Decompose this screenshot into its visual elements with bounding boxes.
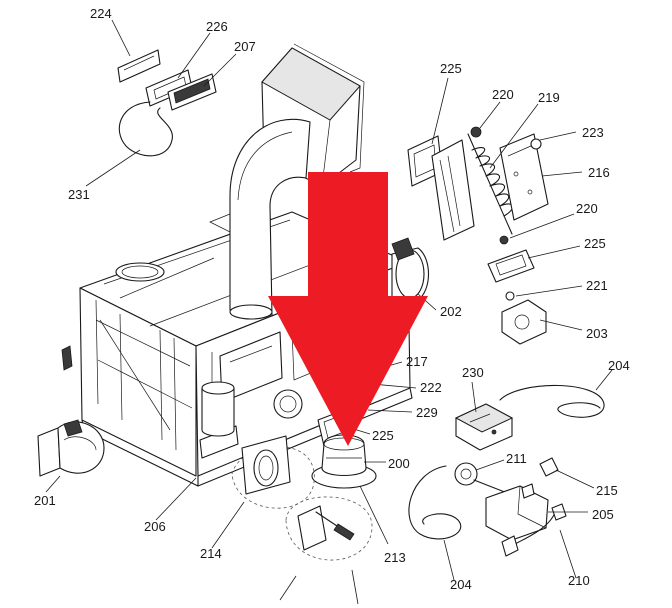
part-label-225-top: 225 bbox=[440, 61, 462, 76]
part-label-204-bottom: 204 bbox=[450, 577, 472, 592]
part-label-216: 216 bbox=[588, 165, 610, 180]
part-label-230: 230 bbox=[462, 365, 484, 380]
part-label-213: 213 bbox=[384, 550, 406, 565]
part-label-221: 221 bbox=[586, 278, 608, 293]
gasket-plate-224 bbox=[117, 49, 161, 83]
part-label-220-top: 220 bbox=[492, 87, 514, 102]
bearing-223 bbox=[530, 138, 542, 150]
part-label-222: 222 bbox=[420, 380, 442, 395]
part-label-229: 229 bbox=[416, 405, 438, 420]
part-label-223: 223 bbox=[582, 125, 604, 140]
part-label-214: 214 bbox=[200, 546, 222, 561]
part-label-211: 211 bbox=[506, 451, 527, 466]
auger-219 bbox=[467, 133, 514, 235]
cord-231 bbox=[118, 101, 173, 157]
part-label-219: 219 bbox=[538, 90, 560, 105]
highlight-arrow bbox=[268, 172, 428, 446]
part-label-207: 207 bbox=[234, 39, 256, 54]
part-label-224: 224 bbox=[90, 6, 112, 21]
part-label-226: 226 bbox=[206, 19, 228, 34]
burner-pot-200 bbox=[311, 434, 377, 489]
part-label-225-mid: 225 bbox=[584, 236, 606, 251]
part-label-220-bottom: 220 bbox=[576, 201, 598, 216]
part-label-204-top: 204 bbox=[608, 358, 630, 373]
part-label-201: 201 bbox=[34, 493, 56, 508]
nut-220-bottom bbox=[499, 235, 509, 245]
ring-214 bbox=[231, 435, 315, 509]
flue-elbow-pipe bbox=[229, 118, 311, 320]
bracket-219 bbox=[431, 139, 475, 241]
igniter-213 bbox=[285, 496, 373, 561]
cable-204-top bbox=[499, 384, 605, 418]
part-label-206: 206 bbox=[144, 519, 166, 534]
part-label-217: 217 bbox=[406, 354, 428, 369]
controller-230 bbox=[454, 403, 514, 451]
plate-216 bbox=[499, 133, 549, 221]
part-label-210: 210 bbox=[568, 573, 590, 588]
part-label-215: 215 bbox=[596, 483, 618, 498]
leader-lines bbox=[45, 19, 613, 605]
combustion-fan-202 bbox=[391, 237, 429, 301]
part-label-225-low: 225 bbox=[372, 428, 394, 443]
fan-201 bbox=[37, 419, 105, 477]
part-label-203: 203 bbox=[586, 326, 608, 341]
bracket-205 bbox=[485, 483, 549, 541]
part-label-200: 200 bbox=[388, 456, 410, 471]
part-labels: 224 226 207 225 220 219 223 216 220 225 … bbox=[34, 6, 630, 592]
inspection-window-207 bbox=[167, 73, 217, 111]
switch-215 bbox=[539, 457, 559, 477]
part-label-231: 231 bbox=[68, 187, 90, 202]
cable-204-bottom bbox=[408, 465, 462, 540]
gasket-225-mid bbox=[487, 249, 535, 283]
washer-221 bbox=[505, 291, 515, 301]
part-label-205: 205 bbox=[592, 507, 614, 522]
nut-220-top bbox=[470, 126, 482, 138]
motor-203 bbox=[501, 299, 547, 345]
part-label-202: 202 bbox=[440, 304, 462, 319]
